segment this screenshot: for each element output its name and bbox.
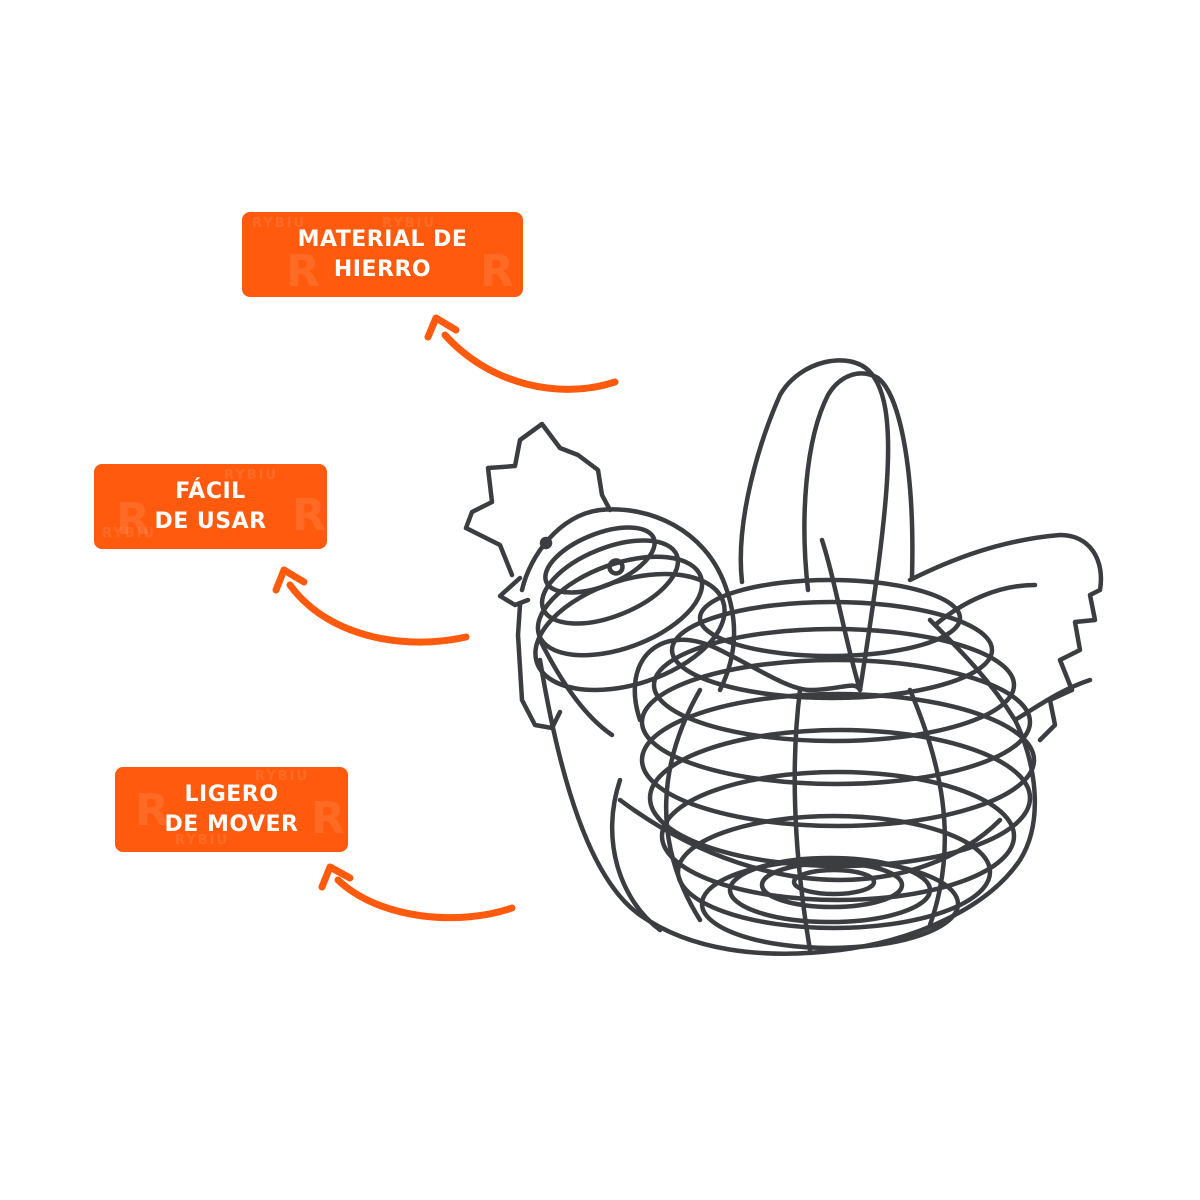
curved-arrow-icon bbox=[424, 314, 619, 393]
curved-arrow-icon bbox=[318, 863, 516, 922]
curved-arrow-icon bbox=[272, 566, 470, 646]
feature-badge-ligero: RYBIU RYBIU R R LIGERO DE MOVER bbox=[115, 767, 348, 852]
watermark-letter: R bbox=[311, 793, 345, 844]
badge-line: DE MOVER bbox=[164, 811, 299, 837]
feature-badge-facil: RYBIU RYBIU R R FÁCIL DE USAR bbox=[94, 464, 327, 549]
badge-label: FÁCIL DE USAR bbox=[154, 477, 266, 537]
badge-line: FÁCIL bbox=[175, 478, 246, 504]
watermark-letter: R bbox=[480, 246, 514, 297]
watermark-letter: R bbox=[116, 494, 150, 545]
badge-label: LIGERO DE MOVER bbox=[165, 780, 299, 840]
feature-badge-material: RYBIU RYBIU R R MATERIAL DE HIERRO bbox=[242, 212, 523, 297]
badge-label: MATERIAL DE HIERRO bbox=[298, 225, 468, 285]
badge-line: LIGERO bbox=[184, 781, 279, 807]
badge-line: MATERIAL DE bbox=[297, 226, 468, 252]
badge-line: HIERRO bbox=[333, 256, 432, 282]
watermark-letter: R bbox=[292, 490, 326, 541]
badge-line: DE USAR bbox=[154, 508, 267, 534]
watermark-brand: RYBIU bbox=[102, 526, 157, 541]
